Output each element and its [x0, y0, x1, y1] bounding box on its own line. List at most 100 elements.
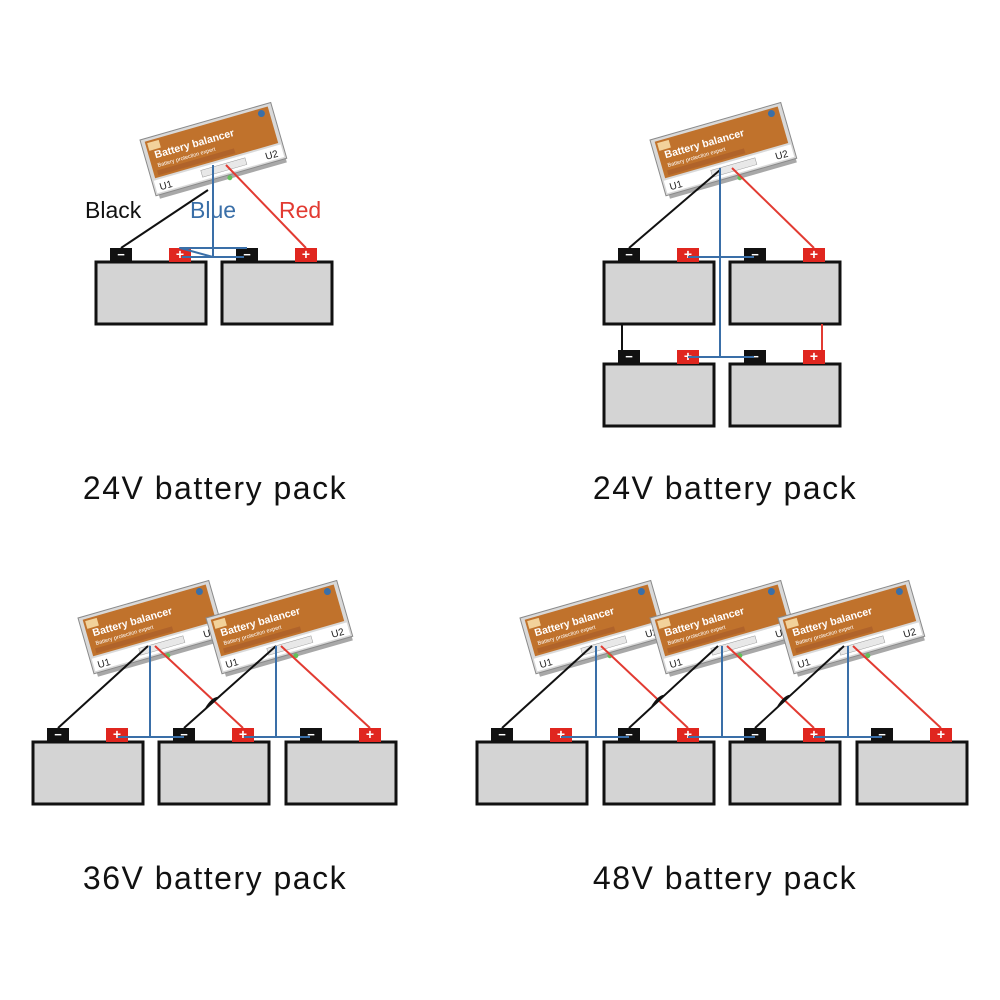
positive-terminal-sign: +	[239, 726, 247, 742]
balancer-label-panel	[210, 584, 345, 657]
balancer-port-u1: U1	[796, 657, 812, 671]
caption-36v-three-batteries: 36V battery pack	[82, 860, 348, 896]
positive-terminal-cap	[169, 248, 191, 262]
red-wire-d4-3	[852, 645, 942, 729]
negative-terminal: −	[744, 349, 766, 364]
negative-terminal: −	[491, 727, 513, 742]
balancer-logo	[527, 617, 541, 629]
negative-terminal-cap	[173, 728, 195, 742]
battery-body	[284, 740, 398, 806]
negative-terminal: −	[744, 247, 766, 262]
red-wire-d4-1	[600, 645, 689, 729]
battery-d4-4: −+	[855, 726, 969, 806]
balancer-status-light	[637, 588, 645, 596]
balancer-port-u1: U1	[224, 657, 240, 671]
balancer-label-panel	[654, 584, 789, 657]
positive-terminal: +	[169, 246, 191, 262]
positive-terminal: +	[803, 726, 825, 742]
balancer-label-panel	[82, 584, 217, 657]
positive-terminal-sign: +	[810, 246, 818, 262]
positive-terminal-cap	[232, 728, 254, 742]
negative-terminal-sign: −	[54, 727, 62, 742]
positive-terminal-sign: +	[937, 726, 945, 742]
battery-d2-3: −+	[602, 348, 716, 428]
negative-terminal-sign: −	[180, 727, 188, 742]
battery-body	[855, 740, 969, 806]
positive-terminal-cap	[106, 728, 128, 742]
positive-terminal-cap	[803, 350, 825, 364]
balancer-spec-table	[95, 626, 174, 654]
blue-wire-d3-2	[244, 646, 310, 738]
positive-terminal: +	[232, 726, 254, 742]
black-wire-d3-1	[57, 645, 149, 729]
battery-d3-2: −+	[157, 726, 271, 806]
negative-terminal-sign: −	[625, 349, 633, 364]
battery-body	[602, 362, 716, 428]
positive-terminal: +	[550, 726, 572, 742]
battery-d1-2: −+	[220, 246, 334, 326]
balancer-status-light	[895, 588, 903, 596]
balancer-label-panel	[654, 106, 789, 179]
balancer-port-u1: U1	[96, 657, 112, 671]
balancer-spec-table	[223, 626, 302, 654]
battery-body	[602, 740, 716, 806]
positive-terminal: +	[803, 348, 825, 364]
positive-terminal-sign: +	[810, 348, 818, 364]
positive-terminal: +	[803, 246, 825, 262]
negative-terminal-cap	[744, 248, 766, 262]
positive-terminal-sign: +	[810, 726, 818, 742]
red-wire-d3-2	[280, 645, 371, 729]
battery-body	[728, 740, 842, 806]
balancer-label-panel	[782, 584, 917, 657]
balancer-port-u2: U2	[264, 149, 280, 163]
positive-terminal-cap	[803, 248, 825, 262]
caption-24v-two-batteries: 24V battery pack	[82, 470, 348, 506]
black-wire-label: Black	[85, 197, 142, 223]
balancer-spec-table	[795, 626, 874, 654]
positive-terminal-cap	[677, 728, 699, 742]
negative-terminal-cap	[300, 728, 322, 742]
battery-body	[220, 260, 334, 326]
battery-body	[728, 362, 842, 428]
negative-terminal-cap	[110, 248, 132, 262]
black-wire-d2	[628, 169, 721, 249]
blue-wire-label: Blue	[190, 197, 237, 223]
negative-terminal-cap	[618, 248, 640, 262]
negative-terminal-cap	[618, 350, 640, 364]
positive-terminal: +	[295, 246, 317, 262]
positive-terminal: +	[359, 726, 381, 742]
balancer-port-u2: U2	[330, 627, 346, 641]
positive-terminal: +	[930, 726, 952, 742]
positive-terminal: +	[677, 726, 699, 742]
positive-terminal-cap	[359, 728, 381, 742]
balancer-status-light	[195, 588, 203, 596]
negative-terminal: −	[173, 727, 195, 742]
red-wire-d3-1	[154, 645, 244, 729]
battery-body	[728, 260, 842, 326]
caption-24v-four-batteries: 24V battery pack	[592, 470, 858, 506]
blue-wire-d4-2	[688, 646, 755, 738]
positive-terminal-cap	[677, 248, 699, 262]
positive-terminal-sign: +	[113, 726, 121, 742]
negative-terminal-sign: −	[751, 727, 759, 742]
balancer-logo	[85, 617, 99, 629]
negative-terminal: −	[618, 247, 640, 262]
battery-body	[475, 740, 589, 806]
positive-terminal: +	[677, 246, 699, 262]
balancer-port-u1: U1	[668, 179, 684, 193]
negative-terminal-sign: −	[878, 727, 886, 742]
battery-d3-1: −+	[31, 726, 145, 806]
positive-terminal-cap	[550, 728, 572, 742]
balancer-label-panel	[524, 584, 659, 657]
black-wire-d1	[120, 189, 209, 249]
balancer-status-light	[767, 588, 775, 596]
balancer-spec-table	[537, 626, 616, 654]
balancer-port-u2: U2	[774, 149, 790, 163]
negative-terminal-sign: −	[751, 349, 759, 364]
negative-terminal: −	[236, 247, 258, 262]
balancer-status-light	[323, 588, 331, 596]
positive-terminal-sign: +	[366, 726, 374, 742]
negative-terminal-cap	[871, 728, 893, 742]
